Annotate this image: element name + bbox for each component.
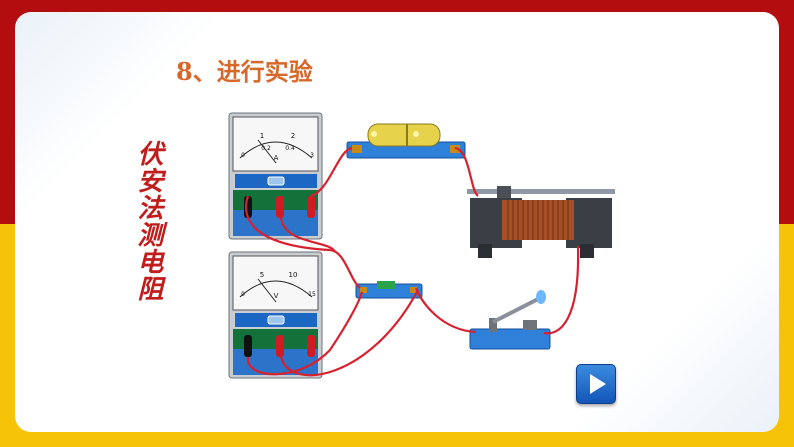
ammeter-tick-0.4: 0.4: [285, 145, 295, 152]
ammeter-tick-2: 2: [291, 132, 295, 140]
voltmeter-terminal-black: [244, 335, 252, 357]
voltmeter-tick-15: 15: [308, 291, 316, 298]
slide-title: 8、进行实验: [176, 57, 313, 86]
slide-card: [15, 12, 779, 432]
voltmeter-terminal-red-1: [276, 335, 284, 357]
ammeter-tick-3: 3: [310, 152, 314, 159]
ammeter-terminal-red-1: [276, 196, 284, 218]
ammeter-tick-0: 0: [241, 152, 245, 159]
ammeter-terminal-red-2: [307, 196, 315, 218]
switch: [469, 290, 551, 350]
voltmeter-unit: V: [274, 292, 279, 300]
voltmeter-terminal-red-2: [307, 335, 315, 357]
play-button[interactable]: [576, 364, 616, 404]
ammeter-tick-0.2: 0.2: [261, 145, 271, 152]
rheostat: [467, 186, 615, 258]
play-icon: [590, 374, 606, 394]
wires: [244, 146, 580, 377]
voltmeter-tick-0: 0: [241, 291, 245, 298]
voltmeter-tick-10: 10: [289, 271, 298, 279]
ammeter: 1 2 0.2 0.4 0 3 A: [228, 112, 323, 240]
resistor: [355, 281, 423, 299]
ammeter-unit: A: [274, 154, 279, 162]
voltmeter-tick-5: 5: [260, 271, 264, 279]
side-label: 伏安法测电阻: [133, 140, 163, 302]
battery-holder: [346, 123, 466, 159]
voltmeter: 5 10 0 15 V: [228, 251, 323, 379]
ammeter-tick-1: 1: [260, 132, 264, 140]
